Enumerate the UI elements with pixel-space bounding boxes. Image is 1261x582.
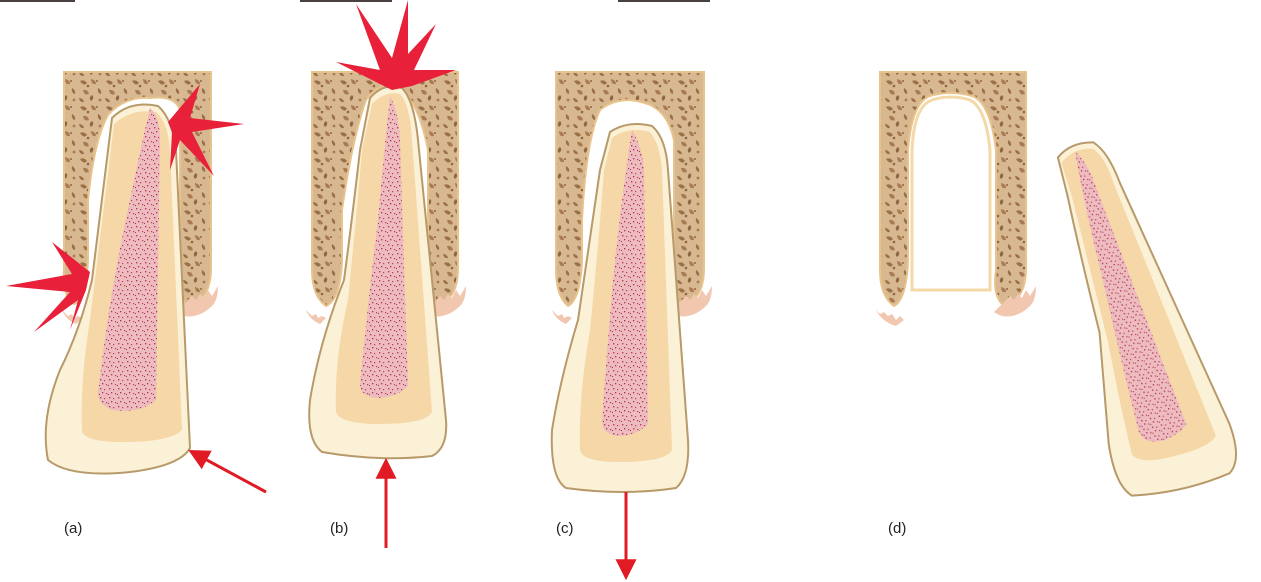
panel-b — [306, 0, 466, 548]
panel-label-c: (c) — [556, 520, 574, 537]
panel-c — [552, 72, 712, 576]
panel-label-b: (b) — [330, 520, 348, 537]
panel-label-d: (d) — [888, 520, 906, 537]
panel-d — [876, 72, 1243, 504]
force-arrow-icon — [192, 452, 266, 492]
empty-socket — [912, 97, 990, 290]
panel-label-a: (a) — [64, 520, 82, 537]
panel-a — [6, 72, 266, 492]
avulsed-tooth — [1036, 125, 1243, 504]
